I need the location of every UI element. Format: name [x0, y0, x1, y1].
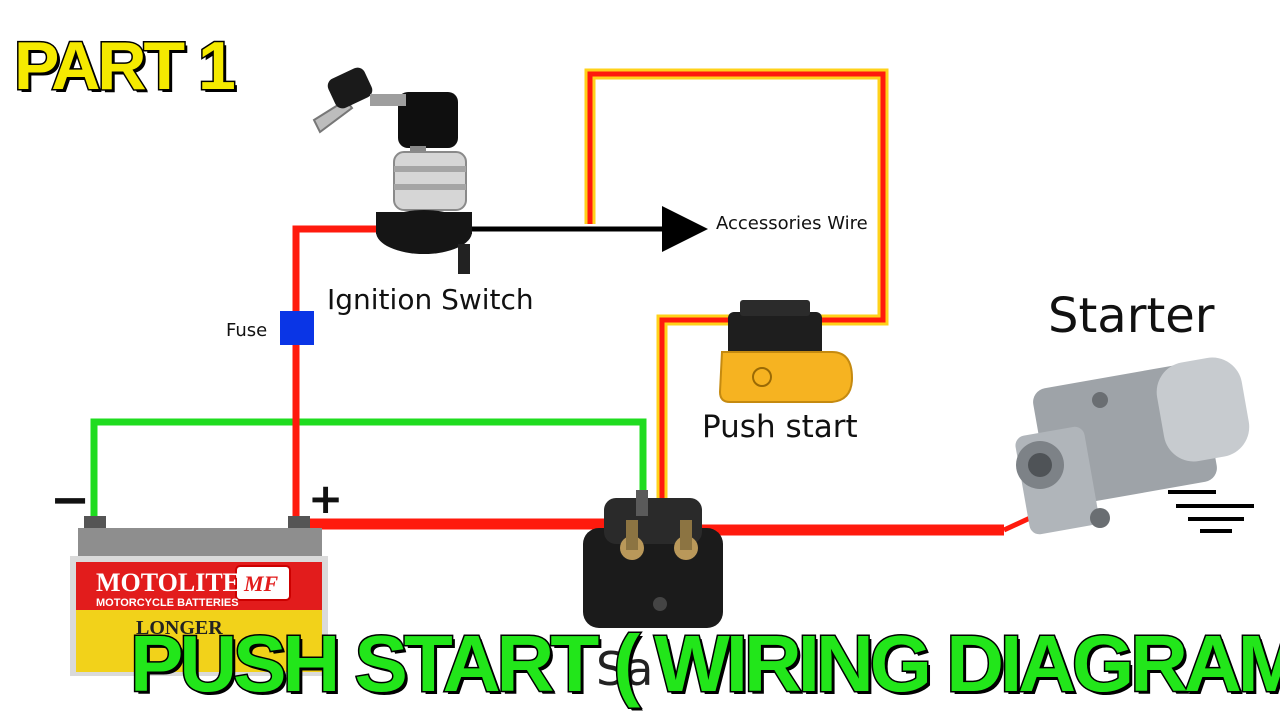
battery-positive-label: + [308, 474, 344, 523]
battery-subtitle: MOTORCYCLE BATTERIES [96, 597, 239, 609]
solenoid-label-partial: Sa [596, 642, 654, 696]
ignition-switch-icon [312, 67, 472, 274]
page-title: PUSH START ( WIRING DIAGRAM ) [128, 619, 1280, 708]
fuse-block [280, 311, 314, 345]
negative-wire [90, 418, 647, 522]
wires [90, 68, 1032, 536]
ground-symbol-icon [1168, 490, 1254, 533]
starter-solenoid-icon [583, 490, 723, 628]
ignition-feed-wire [292, 225, 384, 524]
battery-brand: MOTOLITE [96, 568, 240, 597]
push-start-wire-highlight [584, 68, 889, 520]
push-start-wire [587, 71, 886, 520]
accessories-arrow [662, 206, 708, 252]
accessories-wire-label: Accessories Wire [716, 213, 868, 234]
fuse-label: Fuse [226, 320, 268, 341]
starter-motor-icon [1015, 357, 1250, 535]
push-start-switch-icon [718, 300, 854, 403]
starter-lead [1002, 515, 1032, 533]
ignition-switch-label: Ignition Switch [327, 283, 534, 316]
battery-tagline: LONGER [136, 617, 223, 639]
battery-badge: MF [243, 571, 279, 596]
starter-label: Starter [1048, 288, 1215, 344]
part-label: PART 1 [13, 28, 238, 104]
battery-icon: MOTOLITE MOTORCYCLE BATTERIES MF LONGER [70, 516, 328, 676]
battery-negative-label: − [50, 472, 91, 528]
push-start-label: Push start [702, 409, 858, 445]
